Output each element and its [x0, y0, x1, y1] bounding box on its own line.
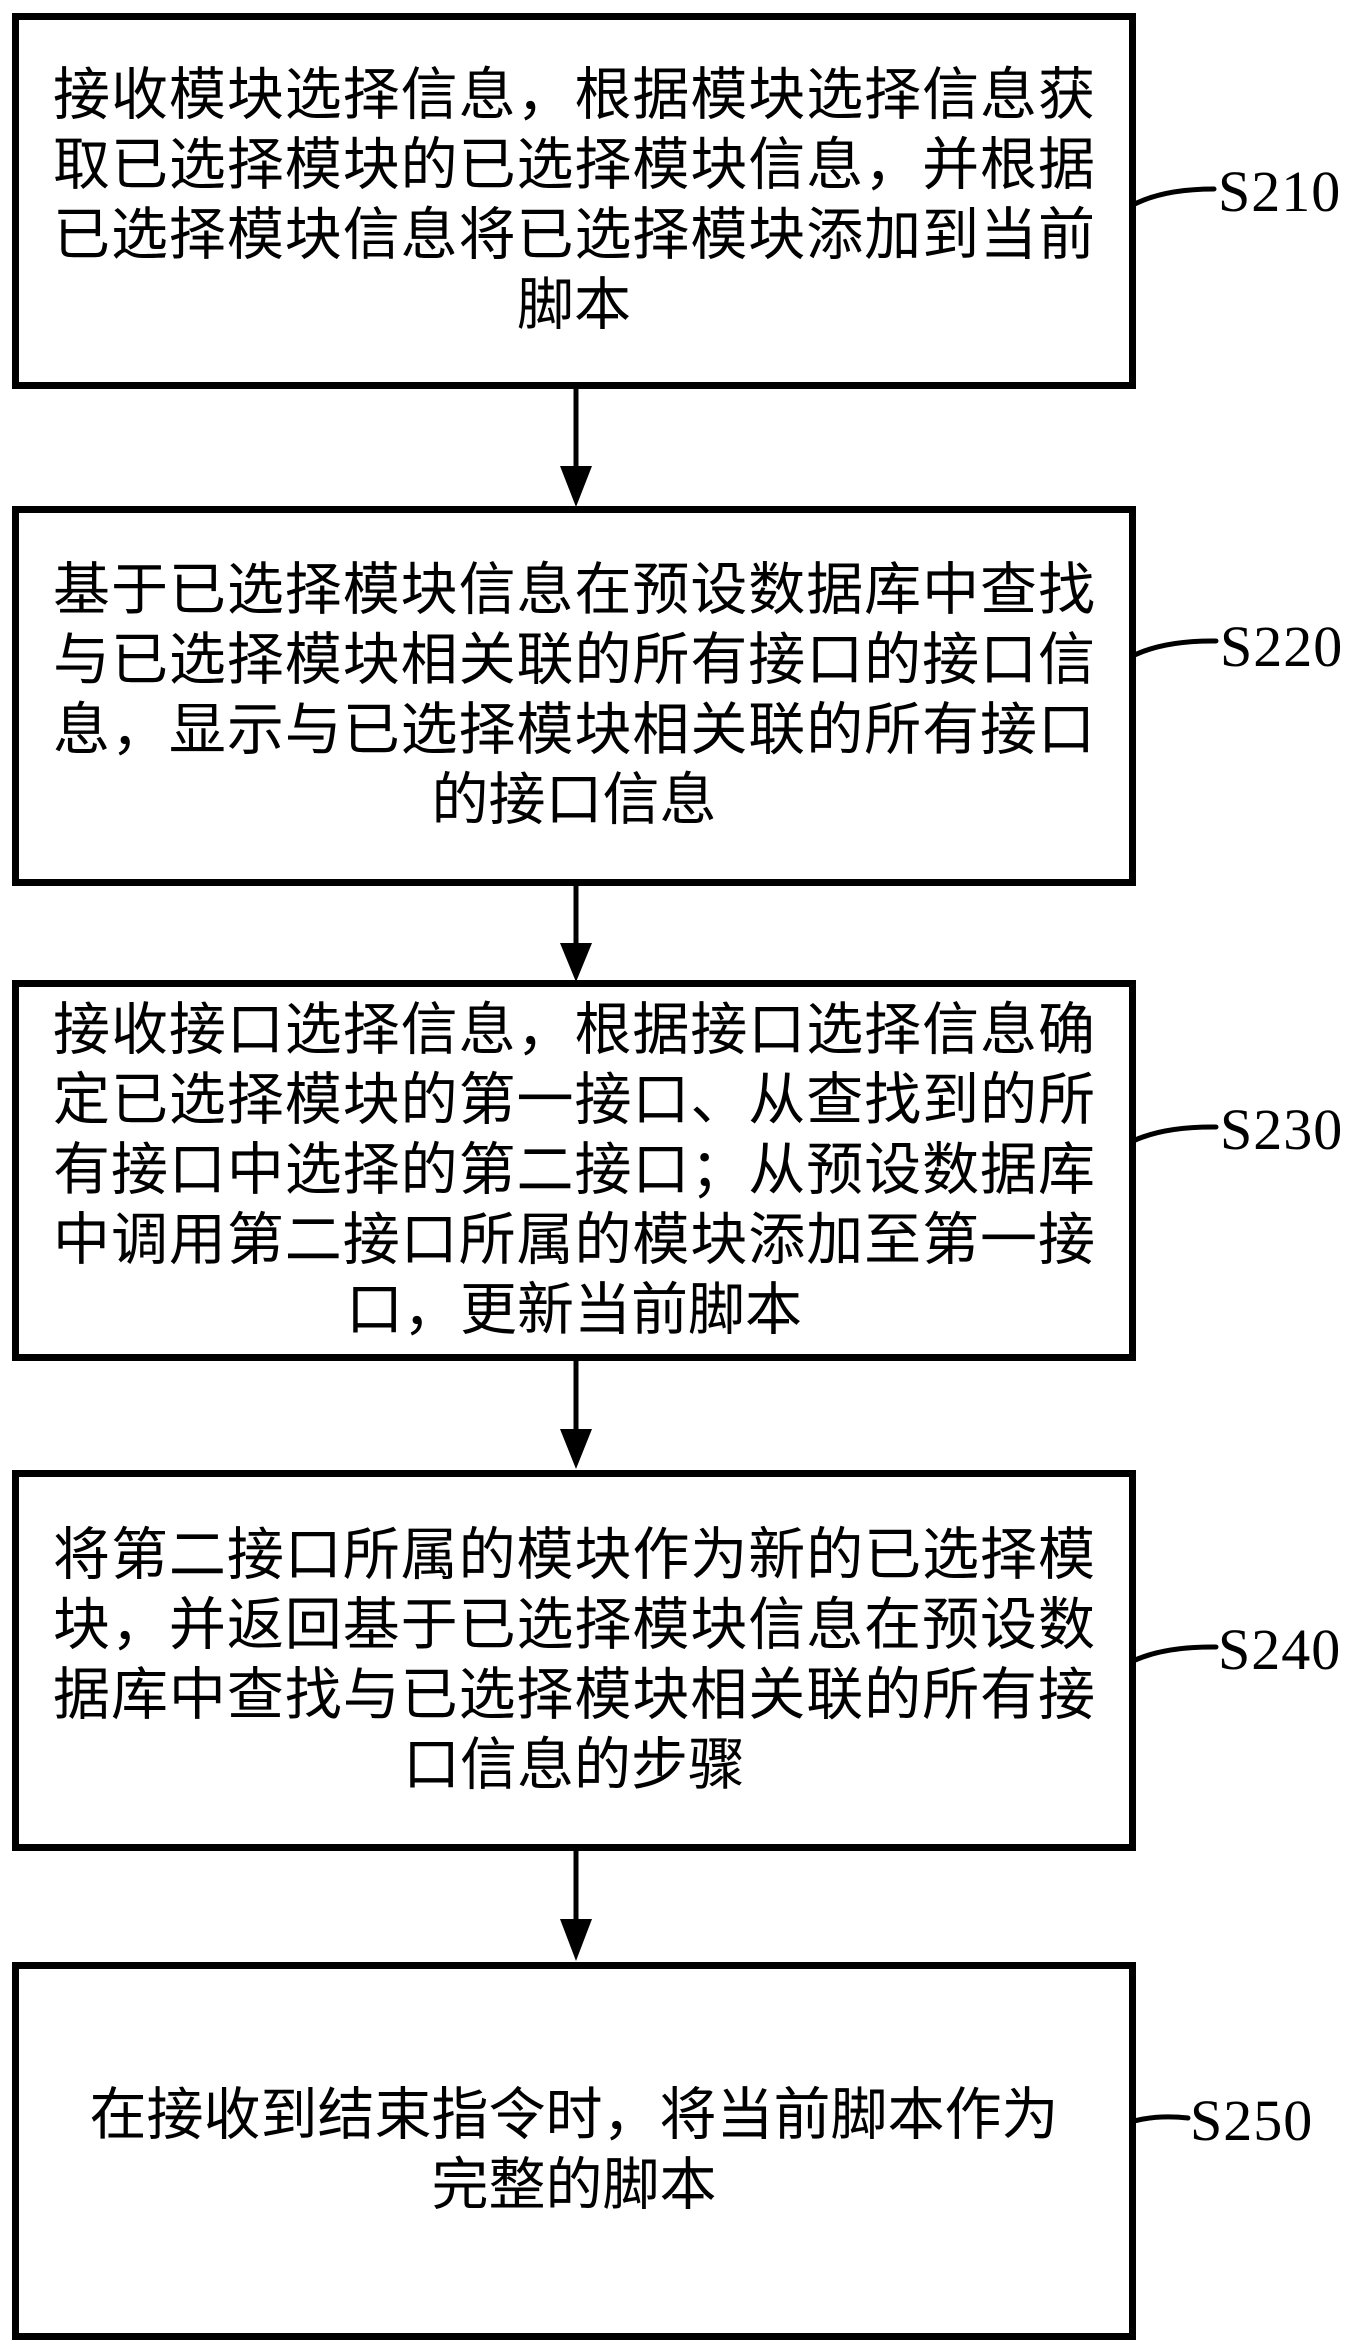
step-text-line: 据库中查找与已选择模块相关联的所有接 [53, 1663, 1095, 1727]
step-text-line: 息，显示与已选择模块相关联的所有接口 [53, 699, 1095, 762]
step-label-s230: S230 [1220, 1097, 1344, 1162]
step-text-line: 口信息的步骤 [403, 1733, 745, 1797]
step-text-line: 基于已选择模块信息在预设数据库中查找 [53, 559, 1095, 622]
step-label-s250: S250 [1190, 2088, 1314, 2153]
step-box-s250: 在接收到结束指令时，将当前脚本作为 完整的脚本 [12, 1962, 1136, 2340]
step-text-line: 与已选择模块相关联的所有接口的接口信 [53, 629, 1095, 692]
step-text-line: 块，并返回基于已选择模块信息在预设数 [53, 1593, 1095, 1657]
step-box-s240: 将第二接口所属的模块作为新的已选择模 块，并返回基于已选择模块信息在预设数 据库… [12, 1470, 1136, 1851]
step-text-line: 定已选择模块的第一接口、从查找到的所 [53, 1068, 1095, 1132]
arrow-head-4 [560, 1919, 592, 1961]
arrow-head-3 [560, 1429, 592, 1469]
step-box-s220: 基于已选择模块信息在预设数据库中查找 与已选择模块相关联的所有接口的接口信 息，… [12, 506, 1136, 886]
step-text-line: 在接收到结束指令时，将当前脚本作为 [89, 2084, 1059, 2147]
step-text-line: 有接口中选择的第二接口；从预设数据库 [53, 1138, 1095, 1202]
step-text-line: 脚本 [517, 274, 631, 337]
step-label-s210: S210 [1218, 159, 1342, 224]
step-box-s230: 接收接口选择信息，根据接口选择信息确 定已选择模块的第一接口、从查找到的所 有接… [12, 980, 1136, 1361]
step-box-s210: 接收模块选择信息，根据模块选择信息获 取已选择模块的已选择模块信息，并根据 已选… [12, 13, 1136, 389]
step-text-line: 接收接口选择信息，根据接口选择信息确 [53, 998, 1095, 1062]
arrow-head-2 [560, 943, 592, 982]
step-text-line: 的接口信息 [431, 769, 717, 832]
step-text-line: 已选择模块信息将已选择模块添加到当前 [53, 204, 1095, 267]
step-text-line: 取已选择模块的已选择模块信息，并根据 [53, 134, 1095, 197]
arrow-head-1 [560, 466, 592, 507]
step-text-line: 完整的脚本 [431, 2154, 717, 2217]
step-label-s220: S220 [1220, 614, 1344, 679]
step-text-line: 接收模块选择信息，根据模块选择信息获 [53, 64, 1095, 127]
step-text-line: 中调用第二接口所属的模块添加至第一接 [53, 1208, 1095, 1272]
step-label-s240: S240 [1218, 1617, 1342, 1682]
step-text-line: 将第二接口所属的模块作为新的已选择模 [53, 1523, 1095, 1587]
step-text-line: 口，更新当前脚本 [346, 1278, 802, 1342]
